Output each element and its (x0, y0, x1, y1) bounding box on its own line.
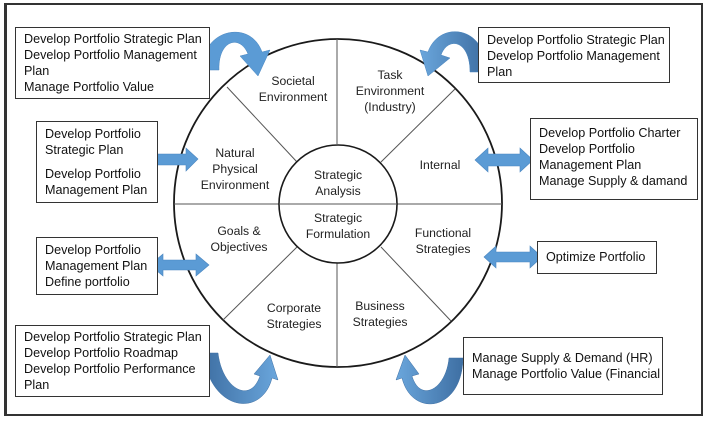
double-arrow-low-left (149, 253, 210, 277)
core-strategic-formulation: Strategic Formulation (294, 210, 382, 242)
segment-label-line: Physical (212, 162, 258, 176)
segment-internal: Internal (405, 157, 475, 173)
segment-label-line: Strategies (352, 315, 408, 329)
process-item: Develop Portfolio Strategic Plan (24, 32, 202, 46)
divider-lower-left (222, 246, 298, 321)
process-item: Manage Supply & Demand (HR) (472, 351, 653, 365)
divider-lower-right (380, 246, 452, 322)
process-item: Develop Portfolio (45, 127, 141, 141)
process-item: Strategic Plan (45, 143, 124, 157)
segment-label-line: Functional (414, 226, 472, 240)
segment-societal-environment: Societal Environment (248, 73, 338, 105)
process-item: Management Plan (45, 183, 148, 197)
process-item: Develop Portfolio Management (24, 48, 197, 62)
divider-upper-right (380, 88, 456, 163)
curved-arrow-bottom-right (395, 354, 464, 405)
segment-label-line: Goals & (217, 224, 261, 238)
process-item: Develop Portfolio Management (487, 49, 660, 63)
curved-arrow-top-left (202, 31, 271, 77)
segment-label-line: Corporate (266, 301, 322, 315)
process-box-top-left: Develop Portfolio Strategic Plan Develop… (15, 27, 210, 99)
process-item: Develop Portfolio Strategic Plan (487, 33, 665, 47)
core-label-line: Strategic (313, 168, 363, 182)
curved-arrow-top-right (419, 31, 485, 77)
segment-business-strategies: Business Strategies (340, 298, 420, 330)
process-item: Define portfolio (45, 275, 130, 289)
segment-label-line: Environment (258, 90, 328, 104)
process-item: Manage Portfolio Value (24, 80, 154, 94)
segment-label-line: Objectives (210, 240, 268, 254)
core-label-line: Strategic (313, 211, 363, 225)
double-arrow-mid-right (474, 147, 534, 173)
process-box-mid-left: Develop Portfolio Strategic Plan Develop… (36, 121, 158, 203)
segment-label-line: Strategies (415, 242, 471, 256)
segment-functional-strategies: Functional Strategies (400, 225, 486, 257)
segment-corporate-strategies: Corporate Strategies (254, 300, 334, 332)
process-box-bottom-left: Develop Portfolio Strategic Plan Develop… (15, 325, 210, 397)
core-label-line: Analysis (315, 184, 361, 198)
process-box-low-right: Optimize Portfolio (537, 241, 657, 274)
core-strategic-analysis: Strategic Analysis (298, 167, 378, 199)
process-item: Management Plan (45, 259, 148, 273)
process-box-mid-right: Develop Portfolio Charter Develop Portfo… (530, 118, 698, 200)
segment-label-line: (Industry) (364, 100, 416, 114)
segment-goals-objectives: Goals & Objectives (196, 223, 282, 255)
divider-upper-left (226, 86, 298, 163)
process-item: Optimize Portfolio (546, 250, 646, 264)
segment-label-line: Strategies (266, 317, 322, 331)
process-item: Plan (24, 378, 50, 392)
process-box-bottom-right: Manage Supply & Demand (HR) Manage Portf… (463, 337, 663, 395)
segment-task-environment: Task Environment (Industry) (345, 67, 435, 115)
segment-label-line: Internal (419, 158, 461, 172)
process-item: Develop Portfolio Roadmap (24, 346, 179, 360)
process-item: Develop Portfolio (45, 167, 141, 181)
process-item: Plan (487, 65, 513, 79)
segment-label-line: Societal (271, 74, 315, 88)
double-arrow-low-right (483, 245, 543, 269)
process-item: Develop Portfolio (539, 142, 635, 156)
process-box-low-left: Develop Portfolio Management Plan Define… (36, 237, 158, 295)
process-item: Plan (24, 64, 50, 78)
process-box-top-right: Develop Portfolio Strategic Plan Develop… (478, 27, 670, 83)
item-spacer (45, 158, 149, 166)
segment-label-line: Business (355, 299, 405, 313)
process-item: Develop Portfolio Performance (24, 362, 196, 376)
segment-label-line: Environment (200, 178, 270, 192)
process-item: Manage Portfolio Value (Financial (472, 367, 661, 381)
segment-natural-physical-environment: Natural Physical Environment (190, 145, 280, 193)
core-label-line: Formulation (305, 227, 371, 241)
process-item: Management Plan (539, 158, 642, 172)
curved-arrow-bottom-left (202, 352, 279, 404)
process-item: Develop Portfolio Charter (539, 126, 681, 140)
process-item: Manage Supply & damand (539, 174, 688, 188)
process-item: Develop Portfolio (45, 243, 141, 257)
segment-label-line: Task (377, 68, 403, 82)
segment-label-line: Environment (355, 84, 425, 98)
segment-label-line: Natural (215, 146, 255, 160)
process-item: Develop Portfolio Strategic Plan (24, 330, 202, 344)
